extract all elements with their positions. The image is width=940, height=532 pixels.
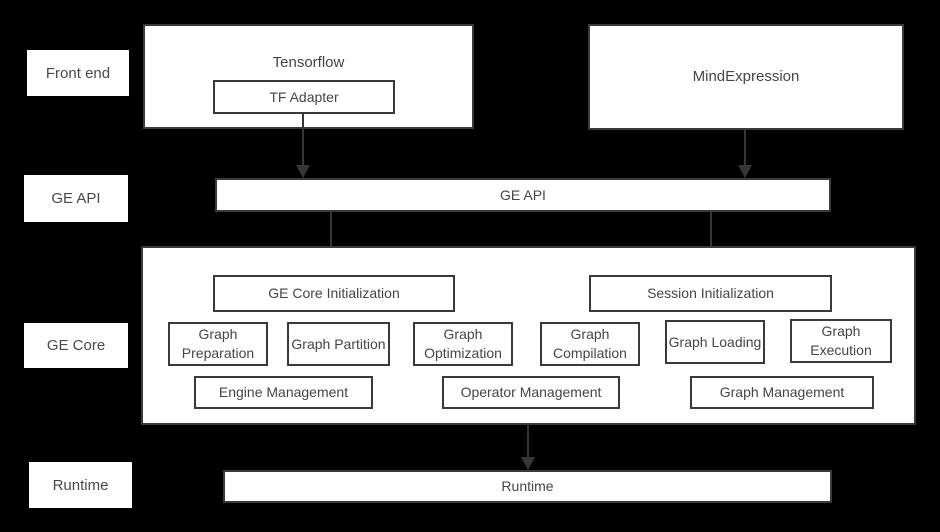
session-initialization-box: Session Initialization	[589, 275, 832, 312]
stage-box-graph-optimization: Graph Optimization	[413, 322, 513, 366]
arrow-mind-expression-to-ge-api	[738, 130, 752, 178]
layer-label-runtime: Runtime	[29, 462, 132, 508]
tf-adapter-box: TF Adapter	[213, 80, 395, 114]
tensorflow-box: Tensorflow TF Adapter	[143, 24, 474, 129]
management-box-operator-management: Operator Management	[442, 376, 620, 409]
mind-expression-box: MindExpression	[588, 24, 904, 130]
layer-label-front-end: Front end	[27, 50, 129, 96]
runtime-bar: Runtime	[223, 470, 832, 503]
layer-label-ge-core: GE Core	[24, 323, 128, 368]
stage-box-graph-compilation: Graph Compilation	[540, 322, 640, 366]
arrow-tf-adapter-to-ge-api	[296, 113, 310, 178]
layer-label-ge-api: GE API	[24, 175, 128, 222]
ge-core-initialization-box: GE Core Initialization	[213, 275, 455, 312]
stage-box-graph-preparation: Graph Preparation	[168, 322, 268, 366]
ge-core-box: GE Core Initialization Session Initializ…	[141, 246, 916, 425]
stage-box-graph-execution: Graph Execution	[790, 319, 892, 363]
ge-api-bar: GE API	[215, 178, 831, 212]
stage-box-graph-loading: Graph Loading	[665, 320, 765, 364]
stage-box-graph-partition: Graph Partition	[287, 322, 390, 366]
tensorflow-title: Tensorflow	[272, 54, 345, 71]
arrow-ge-core-to-runtime	[521, 425, 535, 470]
management-box-engine-management: Engine Management	[194, 376, 373, 409]
management-box-graph-management: Graph Management	[690, 376, 874, 409]
